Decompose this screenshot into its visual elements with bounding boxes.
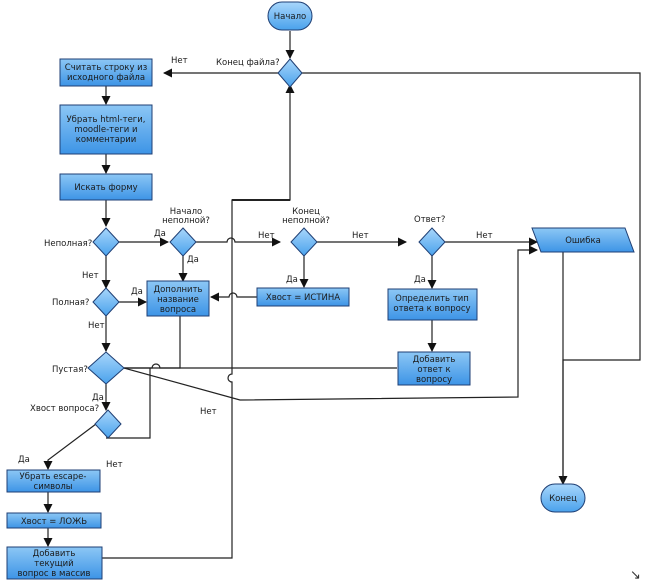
decision-empty[interactable] — [87, 351, 125, 385]
node-find-form-label: Искать форму — [74, 183, 137, 193]
node-add-answer[interactable]: Добавить ответ к вопросу — [397, 351, 471, 386]
decision-start-incomplete[interactable] — [169, 227, 197, 257]
label-tail-no: Нет — [106, 460, 123, 470]
decision-incomplete-label: Неполная? — [44, 239, 92, 249]
node-read-line-l1: Считать строку из — [65, 63, 148, 73]
edge-tailtrue-complete — [210, 292, 257, 302]
node-end-label: Конец — [549, 494, 577, 504]
node-remove-escape[interactable]: Убрать escape- символы — [6, 469, 101, 493]
node-tail-true-label: Хвост = ИСТИНА — [266, 293, 340, 303]
label-eof-no: Нет — [171, 56, 188, 66]
edge-completename-loop — [124, 316, 181, 369]
node-end[interactable]: Конец — [540, 483, 586, 513]
node-read-line-l2: исходного файла — [67, 73, 145, 83]
node-error[interactable]: Ошибка — [531, 227, 635, 253]
edge-addq-eof — [102, 84, 295, 559]
edge-tail-no — [106, 368, 151, 439]
node-find-form[interactable]: Искать форму — [59, 173, 153, 201]
decision-start-incomplete-l2: неполной? — [162, 216, 210, 226]
decision-complete-label: Полная? — [52, 298, 89, 308]
node-error-label: Ошибка — [565, 236, 601, 246]
node-complete-name-l3: вопроса — [160, 305, 196, 315]
edge-startinc-endinc — [196, 237, 281, 247]
node-add-answer-l2: ответ к — [417, 365, 450, 375]
decision-start-incomplete-l1: Начало — [170, 207, 202, 217]
node-complete-name-l2: название — [157, 295, 199, 305]
decision-answer-label: Ответ? — [414, 215, 445, 225]
label-startinc-yes: Да — [187, 255, 199, 265]
node-tail-false[interactable]: Хвост = ЛОЖЬ — [6, 512, 102, 529]
node-add-answer-l1: Добавить — [413, 355, 456, 365]
decision-incomplete[interactable] — [92, 227, 120, 257]
decision-answer[interactable] — [418, 227, 446, 257]
label-endinc-no: Нет — [352, 231, 369, 241]
node-read-line[interactable]: Считать строку из исходного файла — [59, 58, 153, 87]
node-complete-name-l1: Дополнить — [153, 285, 202, 295]
node-remove-tags-l2: moodle-теги и — [74, 125, 137, 135]
edge-empty-error — [123, 245, 538, 401]
label-empty-yes: Да — [92, 393, 104, 403]
decision-complete[interactable] — [92, 287, 120, 317]
node-determine-type-l1: Определить тип — [395, 294, 469, 304]
label-tail-yes: Да — [18, 455, 30, 465]
node-add-question[interactable]: Добавить текущий вопрос в массив — [6, 546, 103, 580]
node-add-answer-l3: вопросу — [416, 375, 452, 385]
label-incomplete-yes: Да — [154, 229, 166, 239]
label-complete-yes: Да — [131, 287, 143, 297]
node-start-label: Начало — [274, 12, 306, 22]
label-complete-no: Нет — [88, 321, 105, 331]
edge-tail-escape — [43, 423, 97, 470]
connectors — [43, 31, 641, 559]
node-complete-name[interactable]: Дополнить название вопроса — [146, 280, 210, 317]
edge-eof-end — [302, 72, 641, 485]
node-remove-tags-l1: Убрать html-теги, — [67, 115, 146, 125]
resize-corner-icon[interactable]: ↘ — [630, 568, 641, 583]
node-determine-type-l2: ответа к вопросу — [393, 304, 470, 314]
label-startinc-no: Нет — [258, 231, 275, 241]
label-incomplete-no: Нет — [82, 271, 99, 281]
node-tail-true[interactable]: Хвост = ИСТИНА — [256, 287, 350, 307]
node-remove-escape-l1: Убрать escape- — [20, 472, 87, 482]
node-determine-type[interactable]: Определить тип ответа к вопросу — [387, 288, 478, 321]
decision-end-incomplete[interactable] — [290, 227, 318, 257]
node-add-question-l2: текущий — [34, 559, 73, 569]
label-answer-no: Нет — [476, 231, 493, 241]
decision-end-of-file[interactable] — [277, 58, 303, 88]
node-start[interactable]: Начало — [267, 1, 313, 31]
label-empty-no: Нет — [200, 407, 217, 417]
node-remove-tags[interactable]: Убрать html-теги, moodle-теги и коммента… — [59, 104, 153, 155]
decision-end-incomplete-l2: неполной? — [282, 216, 330, 226]
decision-question-tail-label: Хвост вопроса? — [30, 404, 99, 414]
label-endinc-yes: Да — [286, 275, 298, 285]
label-answer-yes: Да — [414, 275, 426, 285]
decision-question-tail[interactable] — [94, 409, 122, 439]
node-remove-tags-l3: комментарии — [76, 135, 137, 145]
node-add-question-l3: вопрос в массив — [18, 569, 91, 579]
node-tail-false-label: Хвост = ЛОЖЬ — [21, 517, 87, 527]
node-remove-escape-l2: символы — [34, 482, 73, 492]
decision-end-incomplete-l1: Конец — [292, 207, 320, 217]
node-add-question-l1: Добавить — [33, 549, 76, 559]
edge-addanswer-loop — [124, 363, 397, 369]
decision-end-of-file-label: Конец файла? — [216, 58, 280, 68]
decision-empty-label: Пустая? — [52, 365, 88, 375]
